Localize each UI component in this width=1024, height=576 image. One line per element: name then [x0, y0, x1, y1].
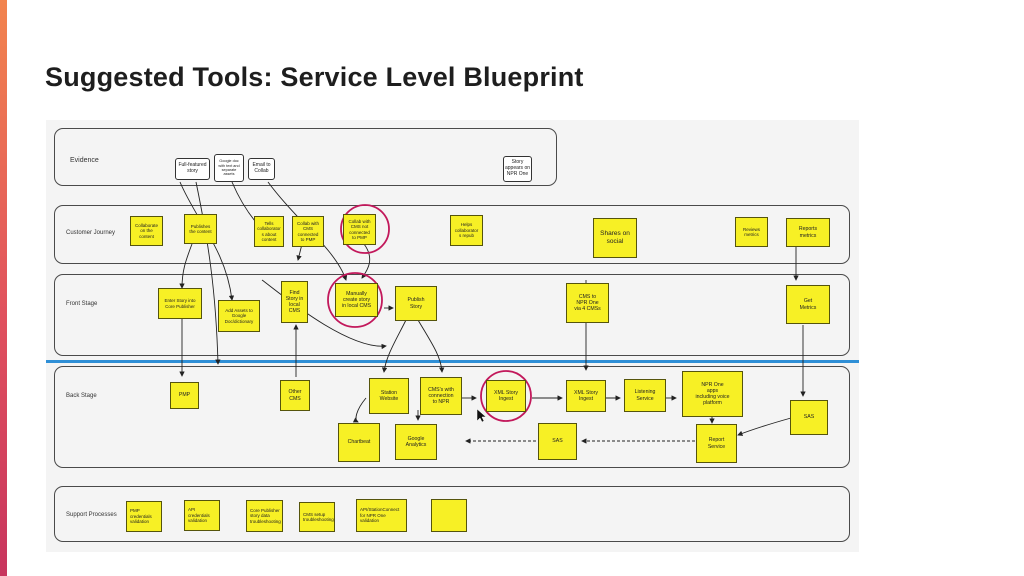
- evidence-google-doc: Google doc with text and separate assets: [214, 154, 244, 182]
- sticky-collab-with-cms: Collab with CMS connected to PMP: [292, 216, 324, 247]
- connector-layer: [179, 181, 806, 444]
- lane-label-customer-journey: Customer Journey: [66, 230, 116, 236]
- sticky-manually-create: Manually create story in local CMS: [335, 283, 378, 317]
- highlight-circle: [327, 272, 383, 328]
- lane-customer-journey: [54, 205, 850, 264]
- connector: [361, 243, 371, 279]
- evidence-story-appears: Story appears on NPR One: [503, 156, 532, 182]
- sticky-api-station-connect: API/StationConnect for NPR One validatio…: [356, 499, 407, 532]
- sticky-pmp: PMP: [170, 382, 199, 409]
- sticky-npr-one-apps: NPR One apps including voice platform: [682, 371, 743, 417]
- line-of-visibility: [46, 360, 859, 363]
- sticky-helps-collaborators: Helps collaborator s repub: [450, 215, 483, 246]
- sticky-chartbeat: Chartbeat: [338, 423, 380, 462]
- connector: [195, 181, 221, 365]
- service-blueprint-board: Evidence Customer Journey Front Stage Ba…: [46, 120, 859, 552]
- sticky-other-cms: Other CMS: [280, 380, 310, 411]
- sticky-sas-right: SAS: [790, 400, 828, 435]
- sticky-tells-collaborator: Tells collaborator s about content: [254, 216, 284, 247]
- connector: [352, 397, 367, 423]
- accent-bar: [0, 0, 7, 576]
- sticky-collaborate: Collaborate on the content: [130, 216, 163, 246]
- lane-front-stage: [54, 274, 850, 356]
- mouse-cursor-icon: [476, 408, 487, 423]
- sticky-enter-story: Enter Story into Core Publisher: [158, 288, 202, 319]
- sticky-api-credentials: API credentials validation: [184, 500, 220, 531]
- slide-title: Suggested Tools: Service Level Blueprint: [45, 62, 584, 92]
- sticky-get-metrics: Get Metrics: [786, 285, 830, 324]
- evidence-email-to-collab: Email to Collab: [248, 158, 275, 180]
- sticky-core-publisher-troubleshooting: Core Publisher story data troubleshootin…: [246, 500, 283, 532]
- lane-label-evidence: Evidence: [70, 157, 99, 164]
- connector: [179, 243, 193, 289]
- connector: [261, 279, 387, 350]
- sticky-shares-on-social: Shares on social: [593, 218, 637, 258]
- lane-label-back-stage: Back Stage: [66, 393, 97, 399]
- sticky-blank: [431, 499, 467, 532]
- sticky-cms-with-connection: CMS's with connection to NPR: [420, 377, 462, 415]
- lane-evidence: [54, 128, 557, 186]
- sticky-pmp-credentials: PMP credentials validation: [126, 501, 162, 532]
- sticky-xml-story-ingest-1: XML Story Ingest: [486, 380, 526, 412]
- sticky-report-service: Report Service: [696, 424, 737, 463]
- highlight-circle: [480, 370, 532, 422]
- sticky-listening-service: Listening Service: [624, 379, 666, 412]
- lane-label-support-processes: Support Processes: [66, 512, 117, 518]
- sticky-add-assets: Add Assets to Google Doc/dictionary: [218, 300, 260, 332]
- sticky-collab-not-connected: Collab with CMS not connected to PMP: [343, 214, 376, 245]
- sticky-sas-center: SAS: [538, 423, 577, 460]
- evidence-full-featured-story: Full-featured story: [175, 158, 210, 180]
- sticky-cms-setup: CMS setup troubleshooting: [299, 502, 335, 532]
- connector: [737, 417, 792, 436]
- connector: [417, 319, 445, 373]
- highlight-circle: [340, 204, 390, 254]
- sticky-publish-story: Publish Story: [395, 286, 437, 321]
- sticky-reports-metrics: Reports metrics: [786, 218, 830, 247]
- sticky-publishes: Publishes the content: [184, 214, 217, 244]
- sticky-cms-to-npr-one: CMS to NPR One via 4 CMSs: [566, 283, 609, 323]
- lane-support-processes: [54, 486, 850, 542]
- lane-back-stage: [54, 366, 850, 468]
- sticky-station-website: Station Website: [369, 378, 409, 414]
- sticky-google-analytics: Google Analytics: [395, 424, 437, 460]
- sticky-xml-story-ingest-2: XML Story Ingest: [566, 380, 606, 412]
- sticky-find-story: Find Story in local CMS: [281, 281, 308, 323]
- connector: [381, 319, 407, 373]
- sticky-reviews-metrics: Reviews metrics: [735, 217, 768, 247]
- lane-label-front-stage: Front Stage: [66, 301, 98, 307]
